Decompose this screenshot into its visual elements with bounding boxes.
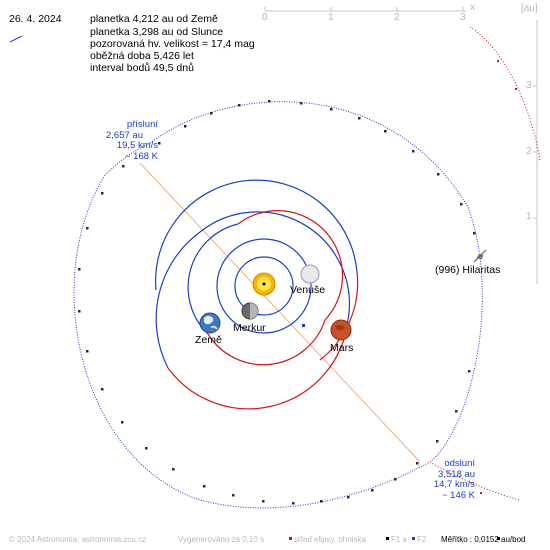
info-interval: interval bodů 49,5 dnů: [90, 62, 194, 74]
mercury-orbit: [234, 256, 294, 316]
aphelion-title: odsluní: [444, 458, 475, 469]
legend-f1-marker: [386, 537, 389, 540]
legend-center-marker: [289, 537, 292, 540]
perihelion-label: přísluní 2,657 au 19,5 km/s ~ 168 K: [104, 119, 158, 162]
aphelion-temperature: ~ 146 K: [441, 489, 475, 501]
y-tick-2: 2: [526, 146, 532, 157]
asteroid-orbit-blue: [73, 101, 483, 509]
x-axis: [264, 7, 466, 12]
axis-unit: [au]: [521, 3, 538, 14]
perihelion-title: přísluní: [126, 119, 158, 130]
mars-orbit-red-outer: [319, 271, 359, 361]
footer-generated: Vygenerováno za 0,10 s: [178, 535, 264, 544]
aphelion-label: odsluní 3,518 au 14,7 km/s ~ 146 K: [425, 458, 475, 501]
asteroid-orbit-red: [469, 26, 541, 161]
earth-label: Země: [195, 334, 222, 346]
footer-legend-f1: F1 a: [391, 535, 408, 544]
info-magnitude: pozorovaná hv. velikost = 17,4 mag: [90, 38, 255, 50]
footer-copyright: © 2024 Astronomia, astronomia.zcu.cz: [9, 535, 147, 544]
mars-orbit-blue-left: [155, 231, 201, 369]
footer-scale: Měřítko : 0,0152 au/bod: [441, 535, 526, 544]
venus: [300, 264, 320, 284]
apsis-line: [139, 162, 421, 463]
focus-f2-marker: [302, 324, 305, 327]
asteroid-icon: [473, 249, 487, 263]
legend-f2-marker: [412, 537, 415, 540]
earth-orbit-blue: [187, 223, 239, 335]
venus-label: Venuše: [290, 284, 326, 296]
mars-orbit-blue-outer: [155, 179, 358, 291]
perihelion-temperature: ~ 168 K: [124, 150, 158, 162]
x-tick-0: 0: [262, 12, 268, 23]
perihelion-distance: 2,657 au: [106, 129, 143, 141]
mercury-label: Merkur: [233, 322, 266, 334]
x-axis-symbol: x: [470, 2, 475, 13]
mars-orbit-blue: [199, 211, 351, 321]
info-distance-sun: planetka 3,298 au od Slunce: [90, 26, 224, 38]
info-distance-earth: planetka 4,212 au od Země: [90, 13, 218, 25]
y-tick-1: 1: [526, 211, 532, 222]
date-marker-line: [9, 35, 23, 43]
aphelion-distance: 3,518 au: [438, 468, 475, 480]
y-tick-3: 3: [526, 80, 532, 91]
orbit-point-markers: [78, 60, 517, 505]
info-period: oběžná doba 5,426 let: [90, 50, 194, 62]
scale-marker: [497, 537, 500, 540]
footer-legend-f2: F2: [417, 535, 427, 544]
aphelion-speed: 14,7 km/s: [433, 479, 475, 490]
earth-orbit-red: [207, 210, 344, 366]
footer-legend-center: střed elipsy, ohniska: [294, 535, 366, 544]
perihelion-speed: 19,5 km/s: [116, 140, 158, 151]
x-tick-1: 1: [328, 12, 334, 23]
date-label: 26. 4. 2024: [9, 13, 62, 25]
asteroid-label: (996) Hilaritas: [435, 264, 501, 276]
asteroid-orbit-red-lower: [429, 461, 521, 501]
x-tick-3: 3: [460, 12, 466, 23]
x-tick-2: 2: [394, 12, 400, 23]
y-axis: [533, 20, 538, 284]
mars-orbit-red: [167, 319, 349, 410]
mars-label: Mars: [330, 342, 354, 354]
venus-orbit: [216, 238, 312, 334]
